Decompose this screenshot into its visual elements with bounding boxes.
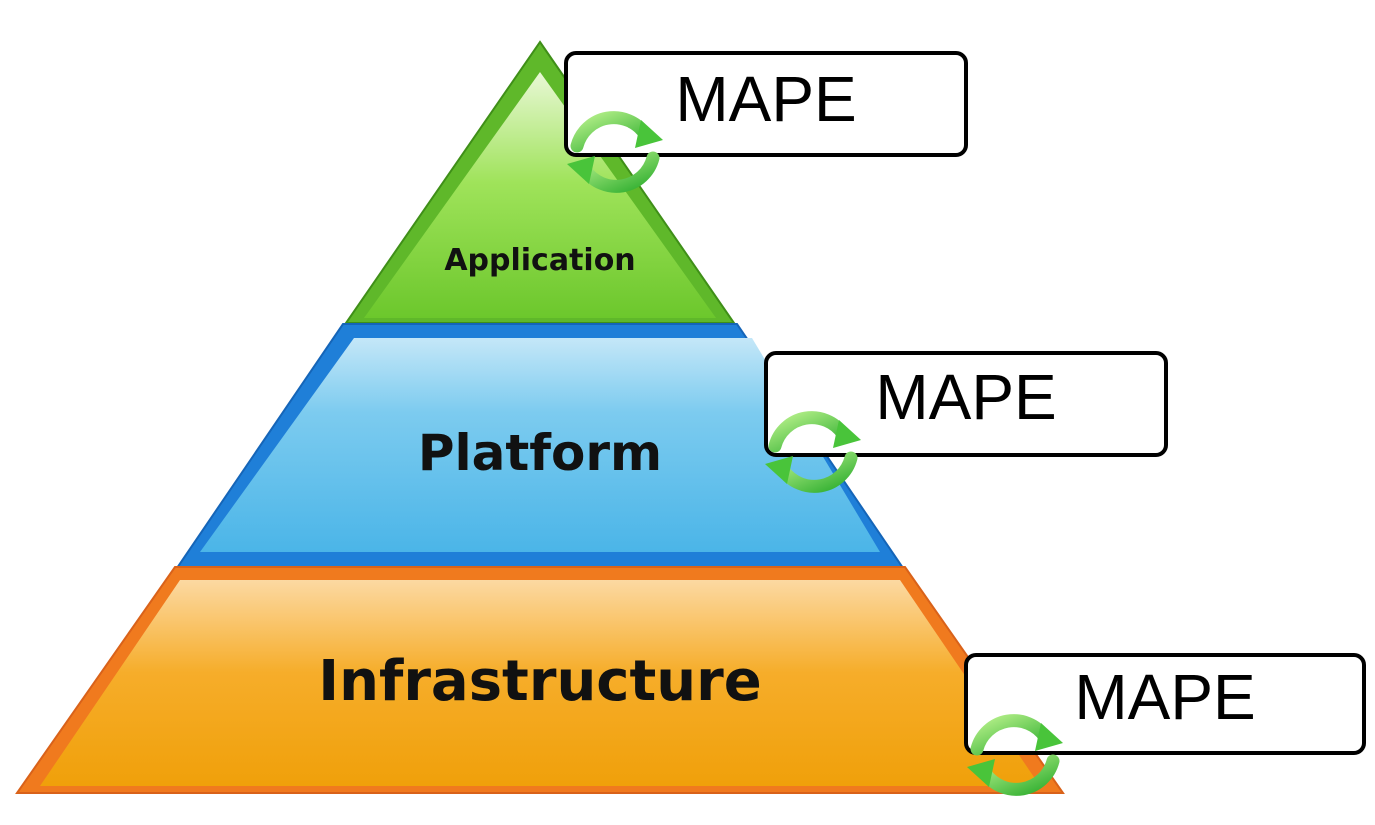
cycle-arrows-icon [765,411,861,493]
mape-box-frame [564,51,968,157]
application-layer-fill [364,72,716,318]
mape-box-frame [964,653,1366,755]
cycle-arrows-icon [967,714,1063,796]
application-layer: Application [344,40,736,324]
platform-layer-label: Platform [418,424,662,482]
infrastructure-layer: Infrastructure [15,566,1065,794]
application-layer-label: Application [444,243,635,278]
mape-label: MAPE [1074,661,1255,733]
platform-layer-fill [200,338,880,552]
mape-box-infrastructure: MAPE [964,653,1366,796]
platform-layer: Platform [175,323,905,569]
infrastructure-layer-label: Infrastructure [318,649,762,714]
mape-label: MAPE [675,63,856,135]
cycle-arrows-icon [567,111,663,193]
mape-label: MAPE [875,361,1056,433]
mape-box-frame [764,351,1168,457]
mape-box-platform: MAPE [764,351,1168,493]
infrastructure-layer-fill [40,580,1040,786]
mape-box-application: MAPE [564,51,968,193]
